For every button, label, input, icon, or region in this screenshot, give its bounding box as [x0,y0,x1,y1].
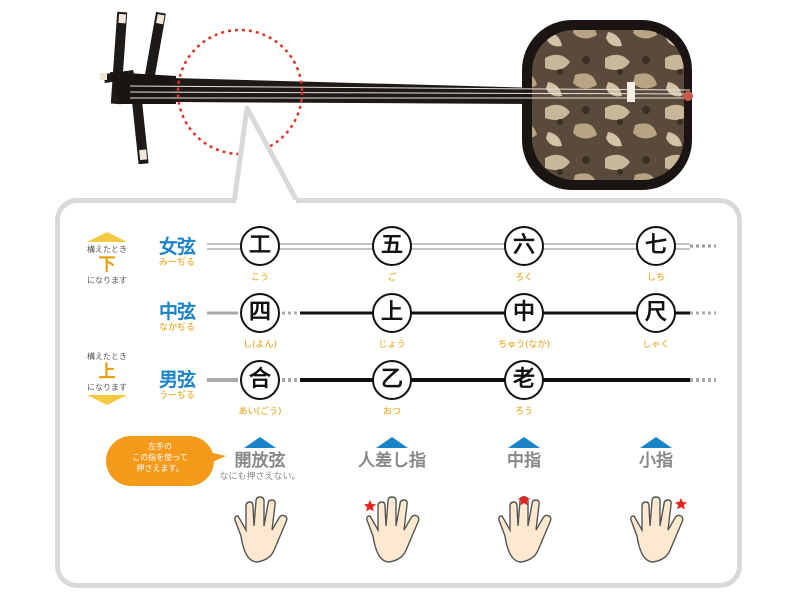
finger-label-middle: 中指 [459,437,589,472]
note-jou: 上 [372,293,412,333]
star-icon [674,498,688,510]
note-reading: ご [387,273,397,283]
note-reading: しゃく [642,340,670,350]
note-shaku: 尺 [636,293,676,333]
upper-position-note: 構えたとき 上 になります [82,351,132,405]
lower-position-note: 構えたとき 下 になります [82,232,132,286]
instruction-bubble: 左手の この指を使って 押さえます。 [106,436,214,486]
note-go: 五 [372,226,412,266]
note-reading: こう [250,273,269,283]
note-chuu: 中 [504,293,544,333]
finger-label-open: 開放弦 なにも押さえない。 [195,437,325,483]
note-reading: おつ [382,407,401,417]
bubble-tail [200,450,226,464]
string-name-wu: 男弦うーぢる [158,369,196,401]
note-reading: しち [646,273,665,283]
note-reading: し(よん) [242,340,278,350]
hand-icon [630,496,688,563]
note-reading: ろう [514,407,533,417]
note-reading: あい(ごう) [238,407,282,417]
star-icon [517,496,531,506]
star-icon [363,500,377,512]
hand-icon [498,496,552,563]
string-name-naka: 中弦なかぢる [158,301,196,333]
note-shi: 四 [240,293,280,333]
note-reading: ちゅう(なか) [497,340,551,350]
note-otsu: 乙 [372,360,412,400]
note-ai: 合 [240,360,280,400]
note-rou: 老 [504,360,544,400]
string-line-onna [207,243,690,250]
hand-icon [363,496,420,563]
hand-icon [234,496,288,563]
note-ko: 工 [240,226,280,266]
note-reading: じょう [378,340,406,350]
note-reading: ろく [514,273,533,283]
sanshin-instrument-image [100,11,693,190]
string-name-onna: 女弦みーぢる [158,236,196,268]
finger-label-index: 人差し指 [327,437,457,472]
finger-label-pinky: 小指 [591,437,721,472]
note-shichi: 七 [636,226,676,266]
note-roku: 六 [504,226,544,266]
